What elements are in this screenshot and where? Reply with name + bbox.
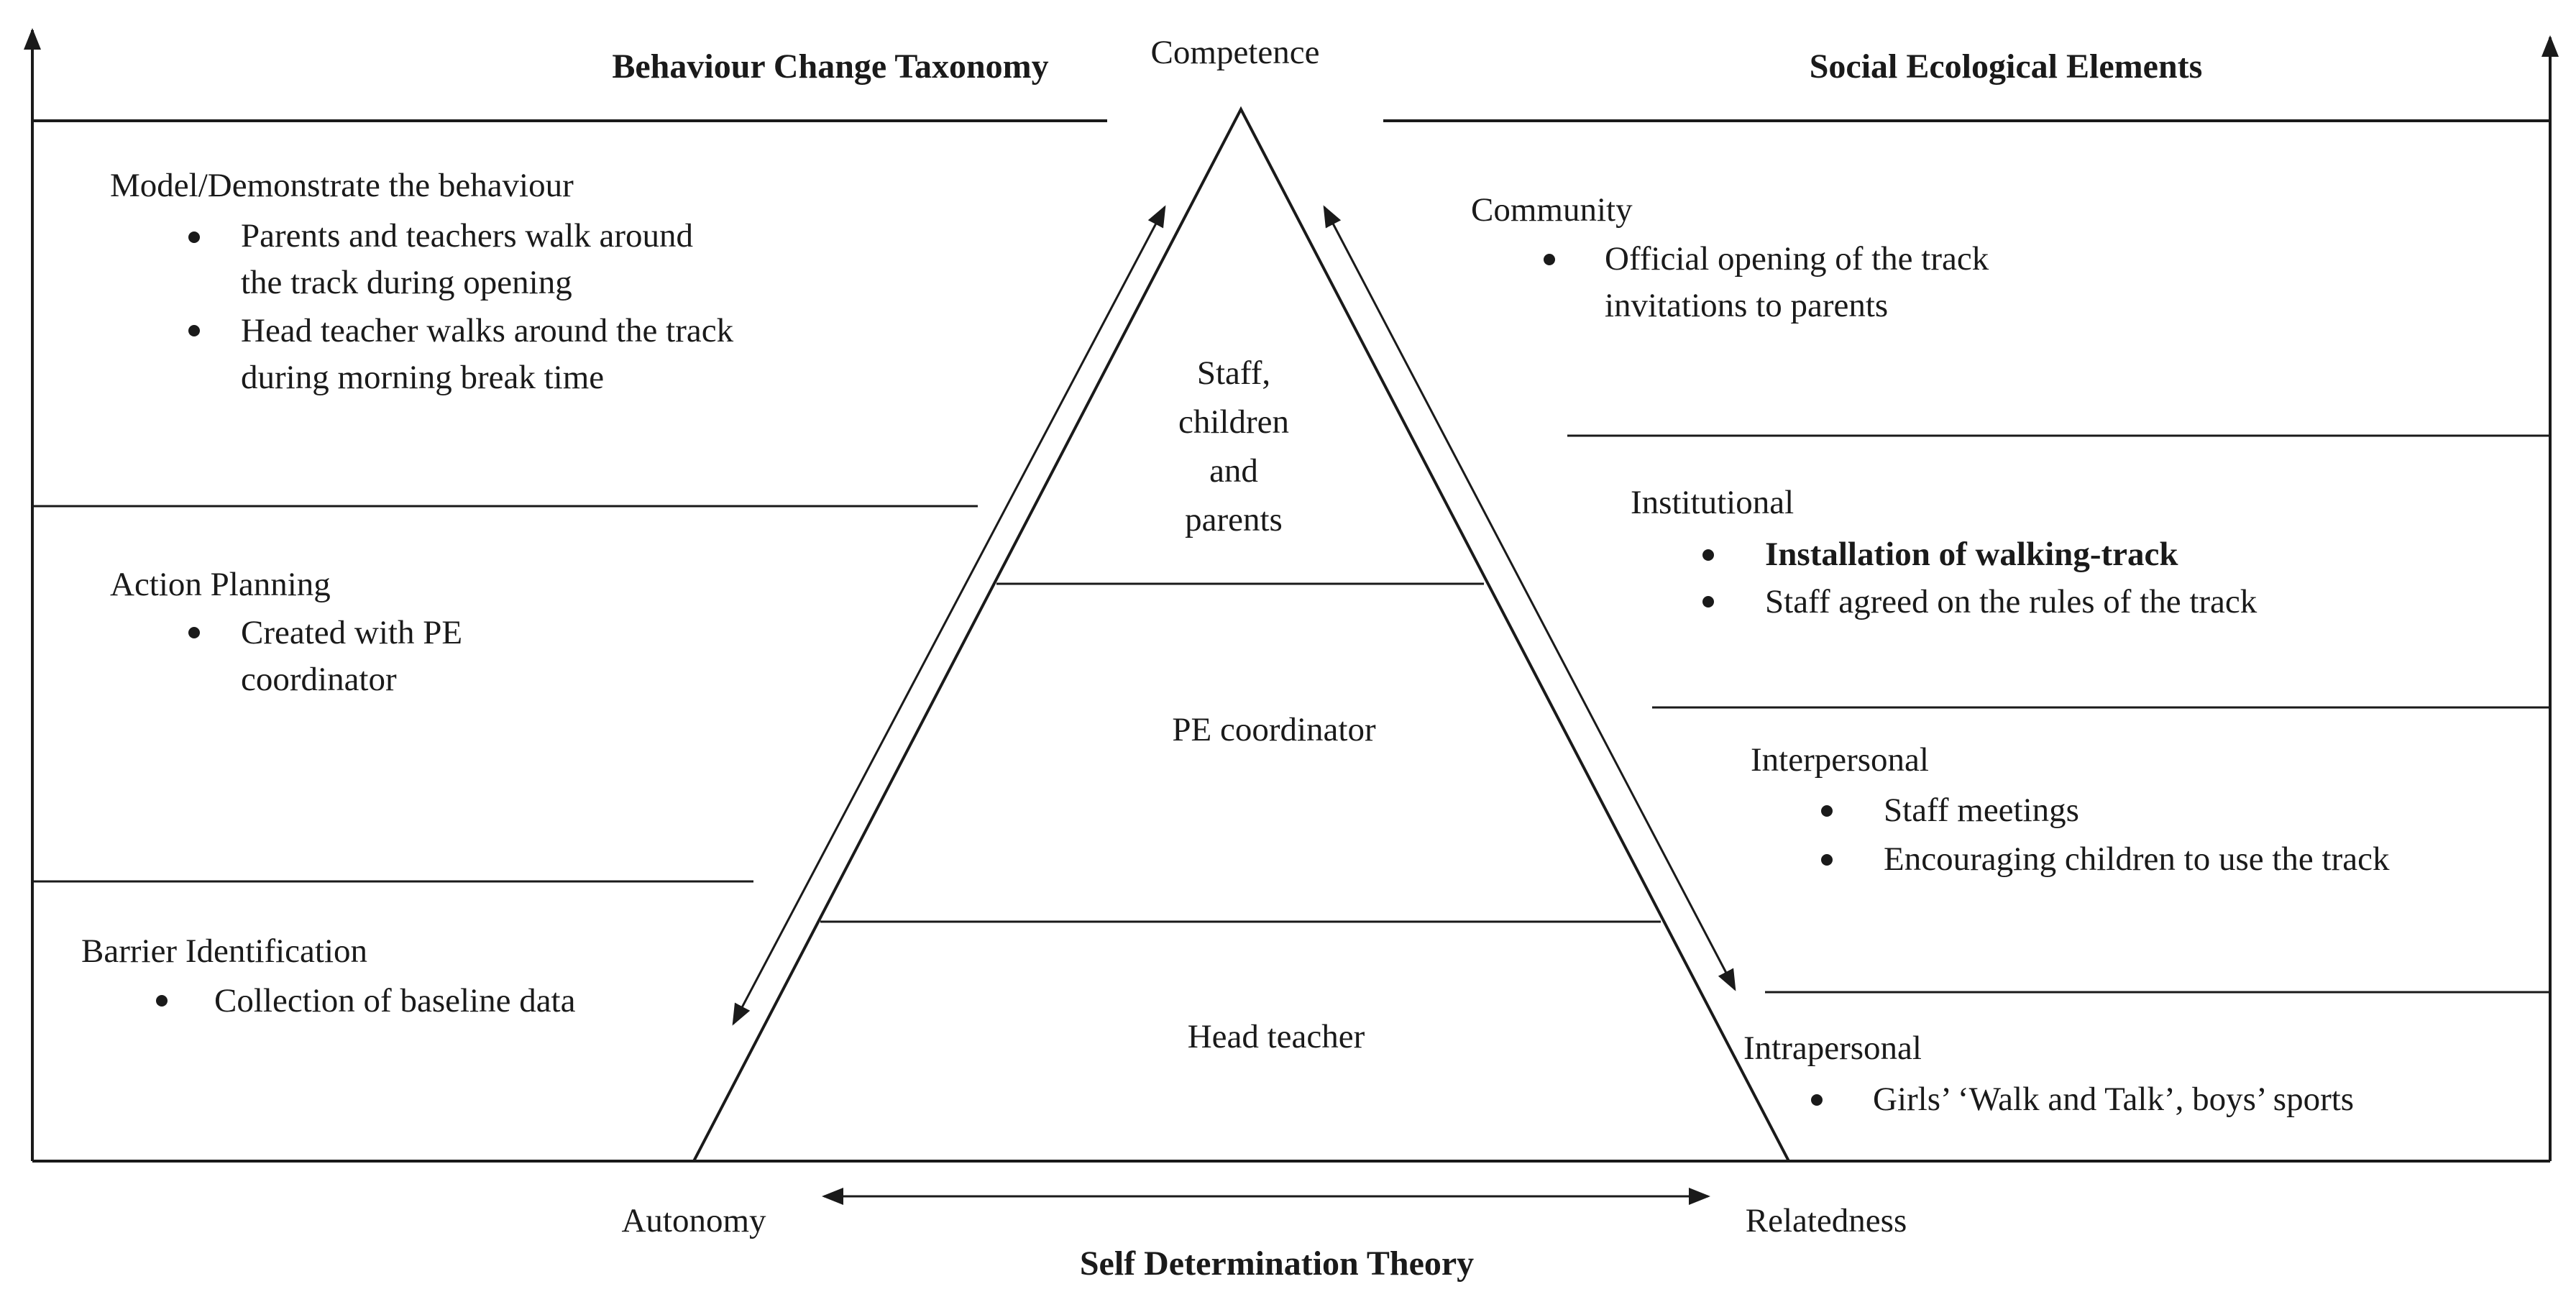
- corner-relatedness: Relatedness: [1746, 1202, 1907, 1239]
- right-diagonal-arrow: [1323, 205, 1736, 991]
- right-section-1-title: Community: [1471, 191, 1633, 229]
- bullet-marker: [1702, 549, 1714, 561]
- bullet-marker: [156, 995, 168, 1007]
- corner-competence: Competence: [1151, 34, 1320, 71]
- right-section-3-bullet-1-line-1: Staff meetings: [1884, 792, 2079, 829]
- left-section-3-bullet-1-line-1: Collection of baseline data: [214, 982, 576, 1019]
- left-section-1-bullet-2-line-1: Head teacher walks around the track: [241, 312, 734, 349]
- pyramid-top-line-3: and: [1209, 452, 1258, 490]
- left-section-3-title: Barrier Identification: [81, 932, 367, 970]
- bullet-marker: [1821, 805, 1833, 817]
- right-section-3-title: Interpersonal: [1751, 741, 1929, 779]
- left-section-2-bullet-1-line-2: coordinator: [241, 661, 397, 698]
- bullet-marker: [188, 325, 200, 336]
- bullet-marker: [1811, 1094, 1823, 1106]
- bullet-marker: [1702, 596, 1714, 608]
- bullet-marker: [1821, 854, 1833, 866]
- right-header: Social Ecological Elements: [1810, 47, 2203, 86]
- left-header: Behaviour Change Taxonomy: [612, 47, 1048, 86]
- pyramid-top-line-4: parents: [1185, 501, 1283, 538]
- bullet-marker: [1544, 254, 1555, 265]
- left-section-2-title: Action Planning: [110, 566, 331, 603]
- pyramid-top-line-2: children: [1178, 403, 1289, 441]
- pyramid-top-line-1: Staff,: [1197, 354, 1270, 392]
- right-section-3-bullet-2-line-1: Encouraging children to use the track: [1884, 840, 2390, 878]
- left-section-1-bullet-1-line-1: Parents and teachers walk around: [241, 217, 693, 255]
- left-section-1-bullet-2-line-2: during morning break time: [241, 359, 604, 396]
- left-section-1-title: Model/Demonstrate the behaviour: [110, 167, 574, 204]
- bullet-marker: [188, 627, 200, 638]
- left-section-1-bullet-1-line-2: the track during opening: [241, 264, 572, 301]
- right-section-2-bullet-2-line-1: Staff agreed on the rules of the track: [1765, 583, 2258, 620]
- right-section-4-title: Intrapersonal: [1743, 1030, 1922, 1067]
- left-section-2-bullet-1-line-1: Created with PE: [241, 614, 462, 651]
- right-section-2-bullet-1-line-1: Installation of walking-track: [1765, 536, 2178, 573]
- right-section-1-bullet-1-line-2: invitations to parents: [1605, 287, 1888, 324]
- bottom-header: Self Determination Theory: [1080, 1244, 1474, 1283]
- right-section-2-title: Institutional: [1631, 484, 1794, 521]
- bullet-marker: [188, 231, 200, 243]
- right-section-4-bullet-1-line-1: Girls’ ‘Walk and Talk’, boys’ sports: [1873, 1081, 2354, 1118]
- pyramid-middle-label: PE coordinator: [1172, 711, 1376, 748]
- pyramid-bottom-label: Head teacher: [1188, 1018, 1365, 1055]
- corner-autonomy: Autonomy: [621, 1202, 766, 1239]
- right-section-1-bullet-1-line-1: Official opening of the track: [1605, 240, 1989, 278]
- left-diagonal-arrow: [732, 205, 1166, 1026]
